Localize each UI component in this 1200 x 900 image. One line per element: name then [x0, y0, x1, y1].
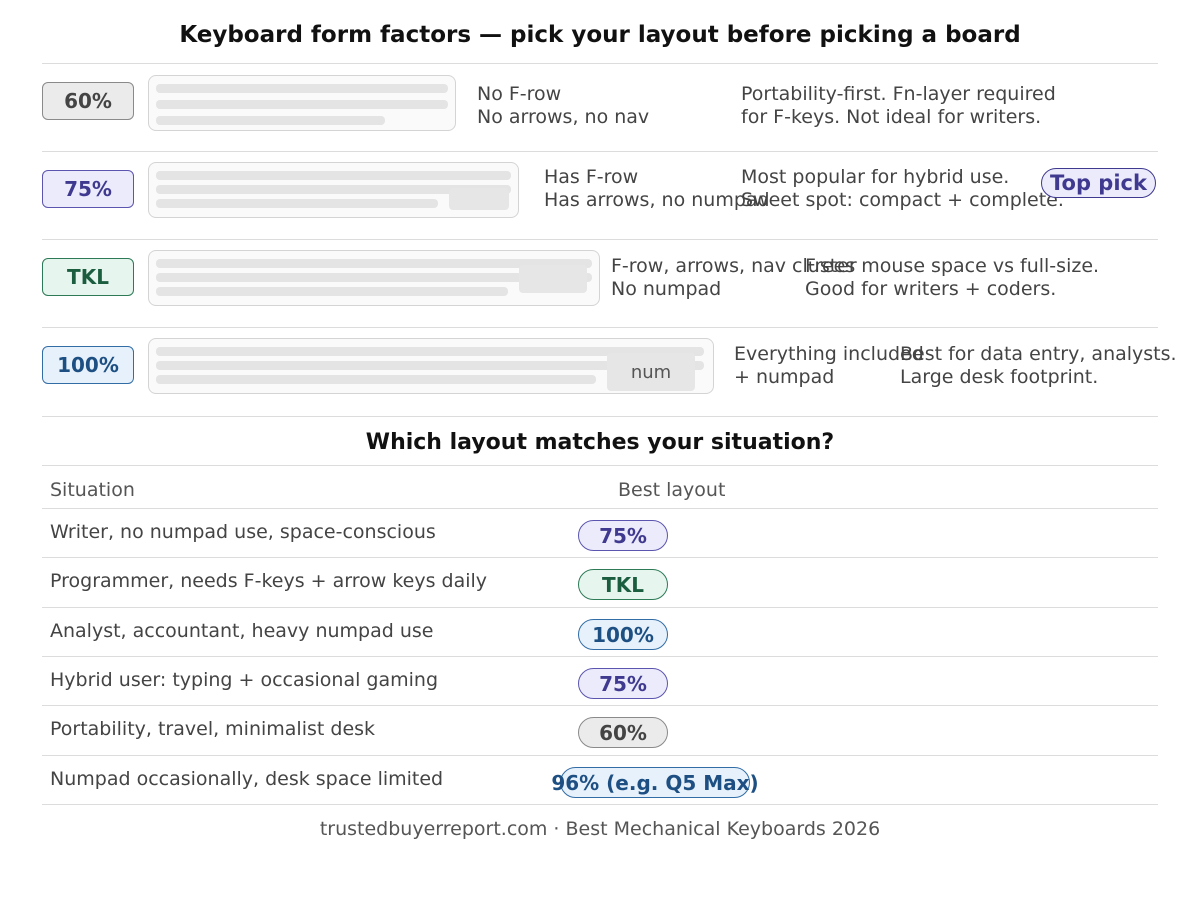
- layout-description: Everything included+ numpad: [734, 343, 924, 388]
- key-row: [156, 375, 596, 384]
- layout-badge: 100%: [42, 346, 134, 384]
- layout-badge: 75%: [578, 668, 668, 699]
- table-row: Analyst, accountant, heavy numpad use 10…: [42, 608, 1158, 657]
- table-row: Hybrid user: typing + occasional gaming …: [42, 657, 1158, 706]
- key-row: [156, 287, 508, 296]
- column-header-situation: Situation: [50, 479, 135, 501]
- page-title: Keyboard form factors — pick your layout…: [179, 22, 1021, 48]
- layout-badge: 60%: [42, 82, 134, 120]
- keyboard-illustration: [148, 162, 519, 218]
- layout-badge: TKL: [42, 258, 134, 296]
- layout-badge: 75%: [578, 520, 668, 551]
- table-title: Which layout matches your situation?: [365, 430, 835, 455]
- situation-cell: Portability, travel, minimalist desk: [50, 718, 376, 740]
- keyboard-illustration: [148, 75, 456, 131]
- situation-cell: Analyst, accountant, heavy numpad use: [50, 620, 434, 642]
- situation-cell: Writer, no numpad use, space-conscious: [50, 521, 436, 543]
- table-row: Writer, no numpad use, space-conscious 7…: [42, 509, 1158, 558]
- numpad-cluster: num: [607, 353, 695, 391]
- divider: [42, 151, 1158, 152]
- layout-note: Best for data entry, analysts.Large desk…: [900, 343, 1177, 388]
- nav-cluster: [519, 265, 587, 293]
- top-pick-badge: Top pick: [1041, 168, 1156, 198]
- layout-badge: 60%: [578, 717, 668, 748]
- key-row: [156, 100, 448, 109]
- key-row: [156, 199, 438, 208]
- divider: [42, 508, 1158, 509]
- key-row: [156, 171, 511, 180]
- situation-cell: Hybrid user: typing + occasional gaming: [50, 669, 439, 691]
- divider: [42, 239, 1158, 240]
- layout-note: Frees mouse space vs full-size.Good for …: [805, 255, 1100, 300]
- key-row: [156, 84, 448, 93]
- divider: [42, 465, 1158, 466]
- divider: [42, 656, 1158, 657]
- layout-badge: 100%: [578, 619, 668, 650]
- key-row: [156, 259, 592, 268]
- footer-credit: trustedbuyerreport.com · Best Mechanical…: [319, 818, 881, 840]
- divider: [42, 416, 1158, 417]
- layout-note: Most popular for hybrid use.Sweet spot: …: [741, 166, 1064, 211]
- divider: [42, 705, 1158, 706]
- key-row: [156, 347, 704, 356]
- divider: [42, 557, 1158, 558]
- layout-badge: 75%: [42, 170, 134, 208]
- divider: [42, 755, 1158, 756]
- key-row: [156, 185, 511, 194]
- column-header-layout: Best layout: [618, 479, 726, 501]
- key-row: [156, 273, 592, 282]
- keyboard-illustration: num: [148, 338, 714, 394]
- divider: [42, 63, 1158, 64]
- divider: [42, 804, 1158, 805]
- keyboard-illustration: [148, 250, 600, 306]
- layout-badge: 96% (e.g. Q5 Max): [551, 767, 759, 798]
- divider: [42, 327, 1158, 328]
- layout-row-100: 100% num Everything included+ numpad Bes…: [0, 326, 1200, 414]
- layout-badge: TKL: [578, 569, 668, 600]
- situation-cell: Programmer, needs F-keys + arrow keys da…: [50, 570, 488, 592]
- table-row: Programmer, needs F-keys + arrow keys da…: [42, 558, 1158, 607]
- situation-cell: Numpad occasionally, desk space limited: [50, 768, 444, 790]
- arrow-cluster: [449, 188, 509, 210]
- key-row: [156, 116, 385, 125]
- key-row: [156, 361, 704, 370]
- table-row: Portability, travel, minimalist desk 60%: [42, 706, 1158, 755]
- table-row: Numpad occasionally, desk space limited …: [42, 756, 1158, 805]
- divider: [42, 607, 1158, 608]
